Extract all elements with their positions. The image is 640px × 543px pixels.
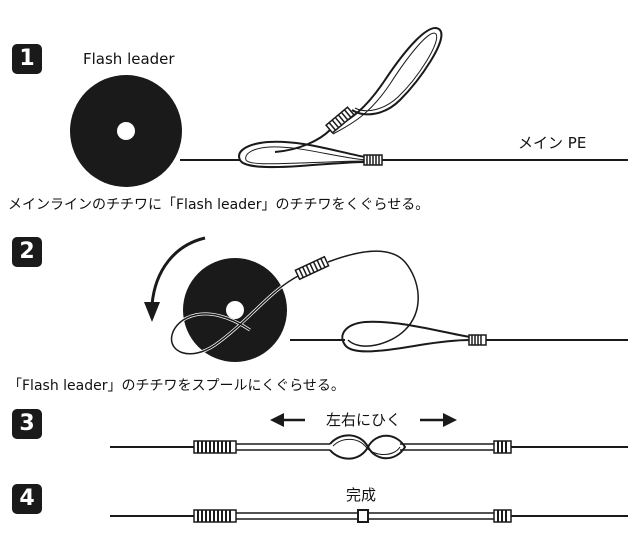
step-3-badge: 3 <box>12 409 42 439</box>
main-loop <box>238 140 366 169</box>
step-1-illustration <box>70 27 628 187</box>
step-2-illustration <box>144 236 628 362</box>
arrow-right <box>443 413 457 427</box>
step-2-caption: 「Flash leader」のチチワをスプールにくぐらせる。 <box>8 378 345 394</box>
complete-label: 完成 <box>346 486 377 504</box>
leader-whipping-2 <box>294 255 330 281</box>
spool-hole <box>117 122 135 140</box>
knot-center-4 <box>357 509 369 523</box>
rotate-arrowhead <box>144 302 160 322</box>
step-1-caption: メインラインのチチワに「Flash leader」のチチワをくぐらせる。 <box>8 197 430 213</box>
arrow-left <box>270 413 284 427</box>
step-1-badge: 1 <box>12 44 42 74</box>
knot-loops <box>329 434 407 460</box>
step-4-illustration <box>110 509 628 523</box>
leader-whipping <box>325 106 355 134</box>
pull-label: 左右にひく <box>326 411 402 429</box>
step-2-badge: 2 <box>12 237 42 267</box>
rotate-arrow <box>150 236 206 306</box>
main-loop-2 <box>341 320 471 353</box>
leader-loop <box>329 27 443 131</box>
step-4-badge: 4 <box>12 484 42 514</box>
step-3-illustration <box>110 413 628 460</box>
main-line-label: メイン PE <box>518 134 587 152</box>
spool-hole-2 <box>226 301 244 319</box>
spool-label: Flash leader <box>83 50 175 68</box>
